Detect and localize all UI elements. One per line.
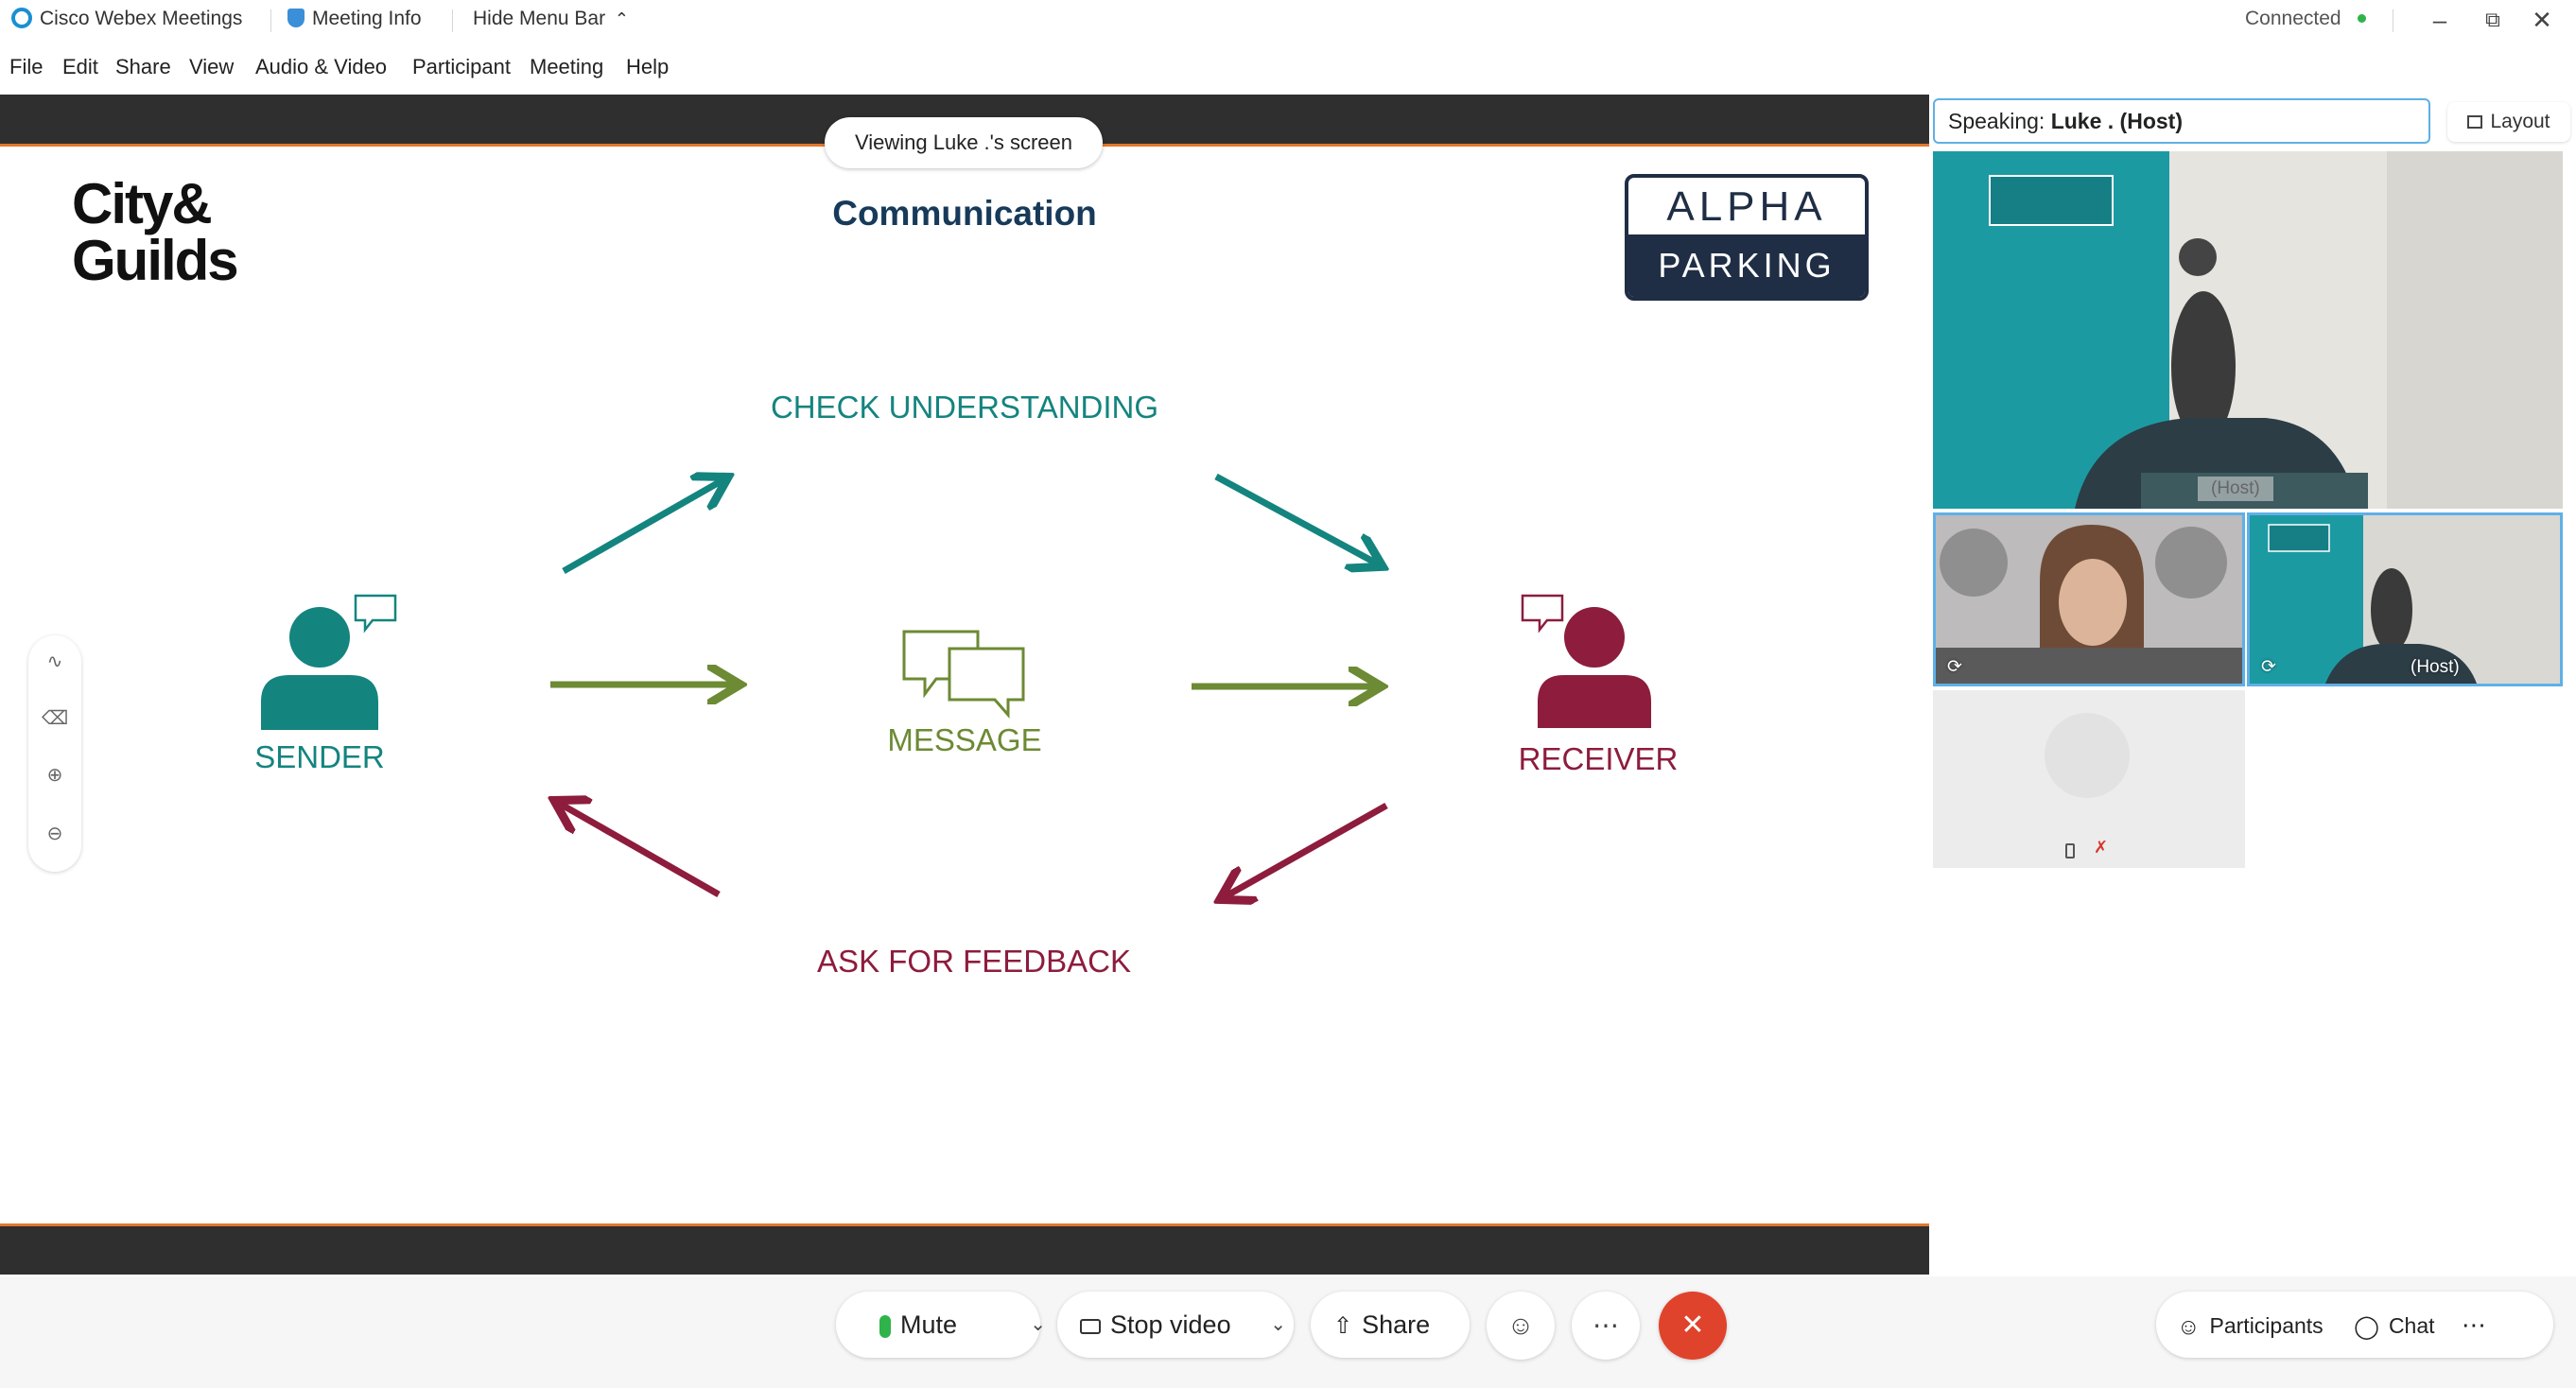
video-feed-host-thumbnail xyxy=(2250,515,2560,684)
eraser-icon[interactable]: ⌫ xyxy=(42,708,69,729)
more-options-button[interactable]: ⋯ xyxy=(1572,1292,1640,1360)
person-icon: ☺ xyxy=(2177,1313,2201,1340)
menu-audio-video[interactable]: Audio & Video xyxy=(255,55,388,78)
menu-view[interactable]: View xyxy=(189,55,235,78)
camera-icon xyxy=(1080,1318,1101,1334)
zoom-in-icon[interactable]: ⊕ xyxy=(46,765,63,786)
check-understanding-label: CHECK UNDERSTANDING xyxy=(770,390,1159,425)
meeting-info-button[interactable]: Meeting Info xyxy=(287,8,422,30)
communication-diagram xyxy=(261,0,1651,1267)
minimize-icon[interactable]: – xyxy=(2432,6,2447,34)
menu-edit[interactable]: Edit xyxy=(62,55,98,78)
menu-help[interactable]: Help xyxy=(626,55,670,78)
hide-menu-bar-button[interactable]: Hide Menu Bar ⌃ xyxy=(473,8,630,29)
video-feed-participant xyxy=(1936,515,2242,684)
menu-bar: File Edit Share View Audio & Video Parti… xyxy=(0,40,2576,93)
alpha-parking-logo: ALPHA PARKING xyxy=(1625,174,1869,301)
phone-icon xyxy=(2065,843,2075,859)
arrow-sender-to-check xyxy=(562,480,722,575)
panel-controls-group: ☺Participants ◯Chat ⋯ xyxy=(2156,1292,2553,1358)
active-speaker-bar: Speaking: Luke . (Host) xyxy=(1933,98,2430,144)
menu-share[interactable]: Share xyxy=(115,55,171,78)
video-tile-host-self[interactable]: (Host) ⟳ xyxy=(2247,512,2563,686)
participants-button[interactable]: ☺Participants xyxy=(2177,1293,2324,1361)
audio-indicator-icon: ⟳ xyxy=(2261,657,2276,677)
viewing-screen-indicator: Viewing Luke .'s screen xyxy=(825,117,1103,168)
restore-icon[interactable]: ⧉ xyxy=(2485,8,2500,31)
layout-icon xyxy=(2467,115,2483,129)
receiver-person-icon xyxy=(1538,607,1651,728)
message-label: MESSAGE xyxy=(887,722,1042,757)
video-tile-host-main[interactable]: (Host) xyxy=(1933,151,2563,509)
webex-app-title: Cisco Webex Meetings xyxy=(11,8,242,30)
webex-logo-icon xyxy=(11,8,32,28)
video-tile-phone-participant[interactable]: ✗ xyxy=(1933,690,2245,868)
close-icon: ✕ xyxy=(1680,1310,1705,1341)
share-button[interactable]: ⇧Share xyxy=(1311,1292,1470,1358)
divider xyxy=(270,9,271,32)
arrow-check-to-receiver xyxy=(1214,473,1377,564)
connection-status: Connected xyxy=(2245,8,2367,30)
chevron-down-icon: ⌄ xyxy=(1030,1314,1046,1335)
layout-button[interactable]: Layout xyxy=(2447,102,2570,142)
zoom-out-icon[interactable]: ⊖ xyxy=(46,824,63,844)
menu-meeting[interactable]: Meeting xyxy=(530,55,604,78)
divider xyxy=(452,9,453,32)
chevron-up-icon: ⌃ xyxy=(614,9,630,28)
menu-file[interactable]: File xyxy=(9,55,44,78)
video-name-label: (Host) xyxy=(2198,477,2273,501)
title-bar: Cisco Webex Meetings Meeting Info Hide M… xyxy=(0,0,2576,40)
reactions-button[interactable]: ☺ xyxy=(1487,1292,1555,1360)
arrow-feedback-to-sender xyxy=(560,804,721,898)
arrow-receiver-to-feedback xyxy=(1226,802,1388,896)
receiver-label: RECEIVER xyxy=(1518,741,1679,776)
video-tile-participant[interactable]: ⟳ xyxy=(1933,512,2245,686)
status-dot-icon xyxy=(2358,14,2367,23)
more-icon: ⋯ xyxy=(1593,1310,1619,1340)
microphone-icon xyxy=(879,1314,891,1338)
ask-for-feedback-label: ASK FOR FEEDBACK xyxy=(817,944,1131,979)
mute-button[interactable]: Mute ⌄ xyxy=(836,1292,1046,1358)
sender-speech-bubble-icon xyxy=(354,594,397,633)
city-and-guilds-logo: City& Guilds xyxy=(72,172,239,292)
message-bubbles-icon xyxy=(902,630,1025,719)
microphone-muted-icon: ✗ xyxy=(2094,838,2109,857)
panel-more-icon[interactable]: ⋯ xyxy=(2461,1310,2486,1339)
chat-button[interactable]: ◯Chat xyxy=(2354,1293,2434,1361)
smiley-icon: ☺ xyxy=(1506,1310,1535,1340)
audio-indicator-icon: ⟳ xyxy=(1947,657,1962,677)
chat-bubble-icon: ◯ xyxy=(2354,1313,2379,1340)
slide-title: Communication xyxy=(832,194,1097,233)
close-icon[interactable]: ✕ xyxy=(2532,6,2552,34)
chevron-down-icon: ⌄ xyxy=(1270,1314,1286,1335)
menu-participant[interactable]: Participant xyxy=(412,55,511,78)
video-feed-host xyxy=(1933,151,2563,509)
receiver-speech-bubble-icon xyxy=(1521,594,1564,633)
avatar-placeholder xyxy=(2045,713,2130,798)
stop-video-button[interactable]: Stop video ⌄ xyxy=(1057,1292,1294,1358)
sender-person-icon xyxy=(261,607,378,730)
pen-icon[interactable]: ∿ xyxy=(46,651,63,672)
leave-meeting-button[interactable]: ✕ xyxy=(1659,1292,1727,1360)
video-name-label: (Host) xyxy=(2411,657,2460,677)
sender-label: SENDER xyxy=(254,739,385,774)
shield-icon xyxy=(287,9,305,27)
share-icon: ⇧ xyxy=(1333,1312,1353,1339)
annotation-tool-rail: ∿ ⌫ ⊕ ⊖ xyxy=(28,635,81,872)
